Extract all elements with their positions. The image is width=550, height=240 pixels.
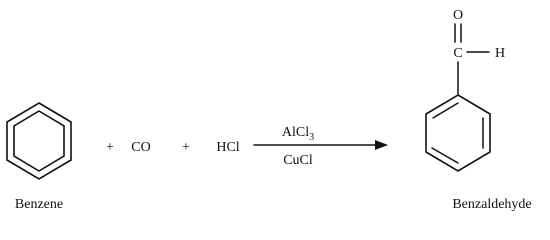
oxygen-atom-label: O [453,8,463,23]
catalyst-above-arrow: AlCl3 [282,125,314,143]
catalyst-subscript: 3 [309,132,314,143]
reaction-scheme: Benzene + CO + HCl AlCl3 CuCl O C H Benz… [6,8,532,212]
benzene-label: Benzene [15,197,63,212]
plus-sign-2: + [182,140,190,155]
hydrogen-chloride-label: HCl [216,140,239,155]
plus-sign-1: + [106,140,114,155]
benzaldehyde-label: Benzaldehyde [452,197,531,212]
hydrogen-atom-label: H [495,46,505,61]
carbon-monoxide-label: CO [131,140,150,155]
benzaldehyde-structure [425,23,491,172]
carbon-atom-label: C [453,46,462,61]
reaction-arrow [253,140,388,150]
catalyst-aluminium-chloride: AlCl [282,125,309,140]
benzene-structure [6,102,72,180]
catalyst-below-arrow: CuCl [283,153,313,168]
